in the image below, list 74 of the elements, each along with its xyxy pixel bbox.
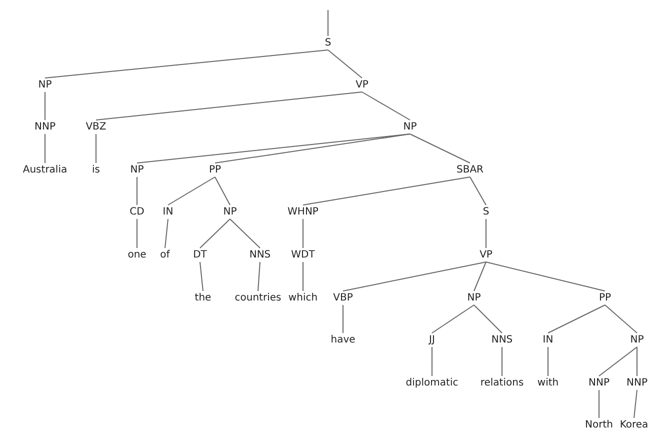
tree-branch [136,218,138,248]
tree-label: Australia [22,164,68,176]
tree-label: IN [542,334,554,346]
tree-label: Korea [618,418,650,432]
tree-label: of [159,248,171,262]
tree-label: S [482,206,490,218]
tree-label: NNP [34,120,56,134]
tree-branch [44,134,46,164]
tree-label: NNS [248,248,272,262]
tree-branch [634,390,638,418]
tree-branch [362,92,410,120]
tree-branch [636,346,638,376]
tree-branch [548,304,606,334]
tree-label: WDT [290,248,316,262]
tree-branch [164,218,168,248]
tree-branch [214,176,230,206]
tree-label: North [584,418,614,432]
tree-label: diplomatic [404,376,460,390]
tree-label: WHNP [286,206,320,218]
tree-label: NNP [588,376,610,390]
tree-label: countries [234,292,282,304]
tree-label: CD [128,206,146,218]
tree-label: VP [354,78,370,92]
tree-label: NP [466,292,482,304]
tree-branch [214,134,410,164]
tree-label: have [330,334,356,346]
tree-label: VBZ [84,120,108,134]
tree-branch [200,262,204,292]
tree-branch [44,92,46,120]
tree-label: NP [37,78,53,92]
tree-branch [200,218,230,248]
tree-label: PP [208,164,222,176]
tree-label: NP [402,120,418,134]
tree-branch [302,262,304,292]
tree-branch [598,390,600,418]
tree-label: VBP [332,292,354,304]
tree-branch [342,262,486,292]
tree-branch [486,262,606,292]
tree-label: NNS [490,334,514,346]
tree-label: NP [222,206,238,218]
tree-branch [302,176,470,206]
tree-branch [474,262,486,292]
tree-branch [258,262,260,292]
tree-branch [328,50,362,78]
tree-label: NP [629,334,645,346]
tree-branch [470,176,486,206]
tree-branch [136,176,138,206]
tree-label: one [126,248,148,262]
tree-label: which [287,292,319,304]
tree-label: PP [598,292,612,304]
tree-branch [342,304,344,334]
tree-branch [44,50,328,78]
tree-label: SBAR [456,164,484,176]
tree-label: IN [162,206,174,218]
tree-label: VP [478,248,494,262]
tree-branch [432,304,474,334]
tree-branch [302,218,304,248]
tree-label: DT [192,248,208,262]
tree-label: NP [129,164,145,176]
tree-label: JJ [428,334,436,346]
tree-branch [598,346,638,376]
tree-label: is [91,164,101,176]
tree-label: the [194,292,212,304]
tree-branch [474,304,502,334]
tree-label: NNP [626,376,648,390]
tree-branch [604,304,638,334]
tree-label: S [324,36,332,50]
tree-branch [136,134,410,164]
tree-branch [96,92,362,120]
tree-branch [410,134,470,164]
tree-label: with [536,376,560,390]
tree-branch [230,218,260,248]
tree-label: relations [479,376,525,390]
tree-branch [168,176,216,206]
